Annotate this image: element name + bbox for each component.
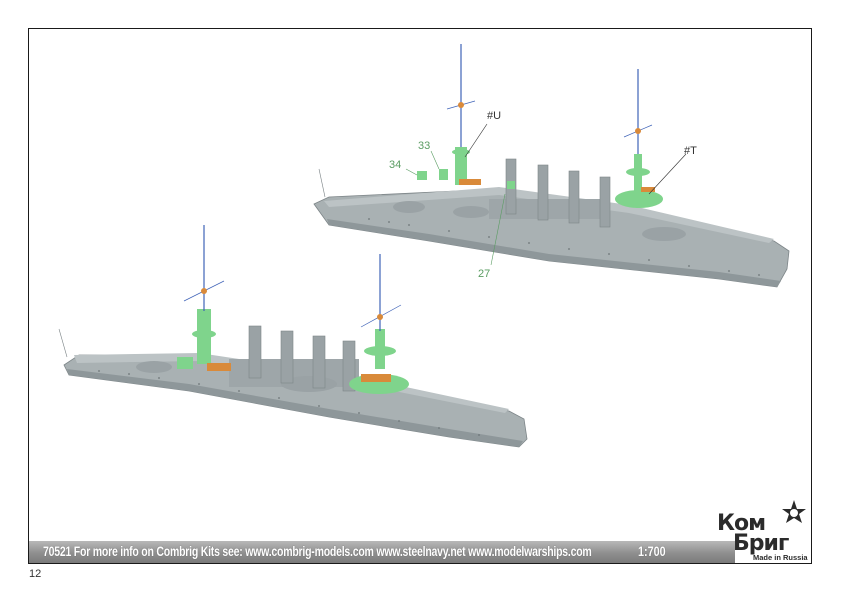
callout-lines <box>405 123 687 266</box>
callout-label-34: 34 <box>389 159 402 171</box>
ship-assembly-illustration <box>58 44 790 448</box>
callout-label-27: 27 <box>478 268 491 280</box>
logo-tagline: Made in Russia <box>753 553 808 562</box>
lower-ship <box>58 225 528 448</box>
scale-label: 1:700 <box>638 544 666 559</box>
footer-info-text: 70521 For more info on Combrig Kits see:… <box>43 544 592 559</box>
footer-info-bar: 70521 For more info on Combrig Kits see:… <box>29 541 735 563</box>
star-icon <box>782 500 806 523</box>
callout-label-t: #T <box>684 145 697 157</box>
logo-text-bottom: Бриг <box>733 531 789 556</box>
callout-label-33: 33 <box>418 140 431 152</box>
combrig-logo: Ком Бриг Made in Russia <box>715 499 811 563</box>
logo-text-top: Ком <box>717 511 766 536</box>
page-number: 12 <box>29 568 42 580</box>
upper-ship <box>313 44 790 288</box>
callout-label-u: #U <box>487 110 502 122</box>
instruction-frame: #U #T 33 34 27 70521 For more info on Co… <box>28 28 812 564</box>
